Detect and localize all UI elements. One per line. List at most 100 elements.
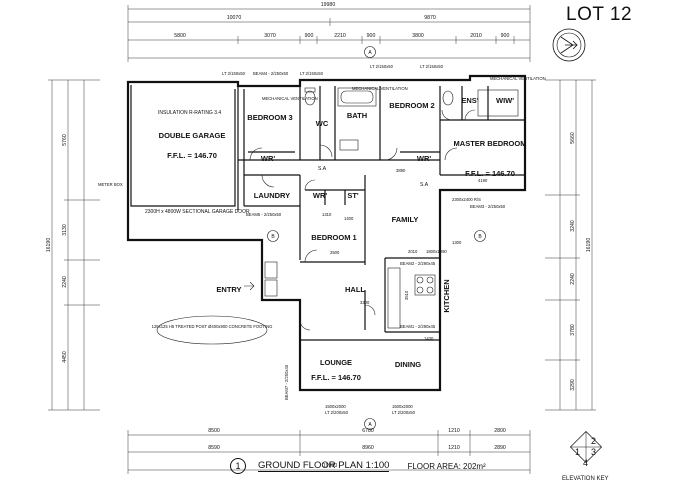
right-row-4: 3290: [570, 379, 576, 391]
left-row-3: 4450: [62, 351, 68, 363]
elevation-key-label: ELEVATION KEY: [562, 476, 609, 482]
section-b-label: B: [271, 234, 275, 240]
top-row-4: 900: [367, 33, 376, 39]
top-row-6: 2010: [470, 33, 482, 39]
sa-label-1: S.A: [318, 166, 327, 172]
hall-width: 2500: [330, 250, 340, 255]
family-slider: 2300x2400 R/S: [452, 197, 481, 202]
bottom-row-3: 2890: [494, 445, 506, 451]
win-bot-1: 1500x2000: [325, 404, 346, 409]
wr-label-3: WR': [313, 191, 327, 200]
left-row-1: 3130: [62, 224, 68, 236]
top-row-3: 2210: [334, 33, 346, 39]
elev-key-3: 3: [591, 447, 596, 457]
floor-area: FLOOR AREA: 202m²: [407, 461, 486, 471]
laundry-label: LAUNDRY: [254, 191, 290, 200]
top-row-0: 5800: [174, 33, 186, 39]
master-ffl: F.F.L. = 146.70: [465, 169, 515, 178]
left-total-dim: 16190: [46, 238, 52, 253]
doors: [249, 109, 476, 331]
bottom-row-2: 1210: [448, 445, 460, 451]
section-marker-b: B B: [267, 230, 486, 242]
wr-label-1: WR': [261, 154, 275, 163]
lt-bot-1: LT 2/200x50: [325, 410, 349, 415]
master-bedroom-label: MASTER BEDROOM: [454, 139, 527, 148]
family-width: 4190: [478, 178, 488, 183]
bottom-dim-d: 2800: [494, 428, 506, 434]
d3300-dim: 3300: [360, 300, 370, 305]
right-dimensions: 16190 5660 3240 2240 3780 3290: [545, 79, 596, 411]
right-row-2: 2240: [570, 273, 576, 285]
lot-number: LOT 12: [566, 4, 633, 25]
beam1-label: BEAM1 - 2/290x45: [400, 324, 436, 329]
bedroom3-label: BEDROOM 3: [247, 113, 292, 122]
beam2-label: BEAM2 - 2/290x45: [400, 261, 436, 266]
wiw-label: WIW': [496, 96, 514, 105]
sa-label-2: S.A: [420, 182, 429, 188]
post-note-text: 125x125 H5 TREATED POST Ø400x900 CONCRET…: [152, 324, 273, 329]
win-bot-2: 1500x2000: [392, 404, 413, 409]
elev-key-4: 4: [583, 458, 588, 468]
beam4-label: BEAM4 - 2/250x50: [253, 71, 289, 76]
d1300-dim: 1300: [452, 240, 462, 245]
exterior-walls: [126, 74, 527, 392]
d1400-dim: 1400: [344, 216, 354, 221]
wr-label-2: WR': [417, 154, 431, 163]
bath-label: BATH: [347, 111, 367, 120]
k2010-dim: 2010: [408, 249, 418, 254]
entry-arrow-icon: [244, 281, 255, 291]
north-arrow-icon: [552, 28, 586, 62]
post-note: 125x125 H5 TREATED POST Ø400x900 CONCRET…: [152, 315, 273, 345]
bottom-row-1: 8960: [362, 445, 374, 451]
lt-top-4: LT 2/150x50: [420, 64, 444, 69]
garage-insulation: INSULATION R-RATING 3.4: [158, 110, 221, 116]
section-b-label-right: B: [478, 234, 482, 240]
master-width: 3890: [396, 168, 406, 173]
beam5-label: BEAM5 - 2/250x50: [246, 212, 282, 217]
dining-label: DINING: [395, 360, 421, 369]
beam-labels: BEAM4 - 2/250x50 LT 2/150x50 LT 2/150x50…: [222, 64, 506, 415]
mech-vent-3: MECHANICAL VENTILATION: [490, 76, 546, 81]
double-garage-label: DOUBLE GARAGE: [159, 131, 226, 140]
top-row-2: 900: [305, 33, 314, 39]
left-dimensions: 16190 5760 3130 2240 4450: [46, 79, 100, 411]
section-a-label-bottom: A: [368, 422, 372, 428]
right-total-dim: 16190: [586, 238, 592, 253]
elev-key-1: 1: [575, 447, 580, 457]
drawing-title: GROUND FLOOR PLAN 1:100: [258, 460, 390, 472]
bottom-dim-a: 8500: [208, 428, 220, 434]
top-dimensions: 19980 10070 9870 5800 3070 900 2210 900 …: [127, 2, 531, 62]
section-marker-a: A A: [364, 46, 376, 430]
d3510-dim: 3510: [404, 290, 409, 300]
mech-vent-2: MECHANICAL VENTILATION: [352, 86, 408, 91]
lt-top-3: LT 2/150x50: [370, 64, 394, 69]
kitchen-label: KITCHEN: [442, 279, 451, 312]
section-a-label: A: [368, 50, 372, 56]
wc-label: WC: [316, 119, 329, 128]
interior-walls: [237, 86, 525, 341]
bottom-dimensions: 8500 6780 1210 2800 8590 8960 1210 2890 …: [127, 428, 531, 474]
bedroom1-label: BEDROOM 1: [311, 233, 356, 242]
top-row-5: 3800: [412, 33, 424, 39]
lounge-label: LOUNGE: [320, 358, 352, 367]
st-label: ST': [347, 191, 359, 200]
mech-vent-1: MECHANICAL VENTILATION: [262, 96, 318, 101]
top-dim-b: 9870: [424, 15, 436, 21]
family-label: FAMILY: [392, 215, 419, 224]
top-row-1: 3070: [264, 33, 276, 39]
top-row-7: 900: [501, 33, 510, 39]
beam7-label: BEAM7 - 2/250x45: [284, 364, 289, 400]
bedroom2-label: BEDROOM 2: [389, 101, 434, 110]
kit-width: 1800x1090: [426, 249, 447, 254]
top-dim-a: 10070: [227, 15, 242, 21]
elevation-key-icon: 2 1 3 4: [569, 430, 603, 468]
elev-key-2: 2: [591, 436, 596, 446]
room-labels: DOUBLE GARAGE F.F.L. = 146.70 INSULATION…: [98, 76, 546, 382]
left-row-0: 5760: [62, 134, 68, 146]
garage-ffl: F.F.L. = 146.70: [167, 151, 217, 160]
beam3-label: BEAM3 - 2/250x50: [470, 204, 506, 209]
bottom-total-dim: 19980: [323, 463, 338, 469]
right-row-3: 3780: [570, 324, 576, 336]
meter-box-label: METER BOX: [98, 182, 123, 187]
